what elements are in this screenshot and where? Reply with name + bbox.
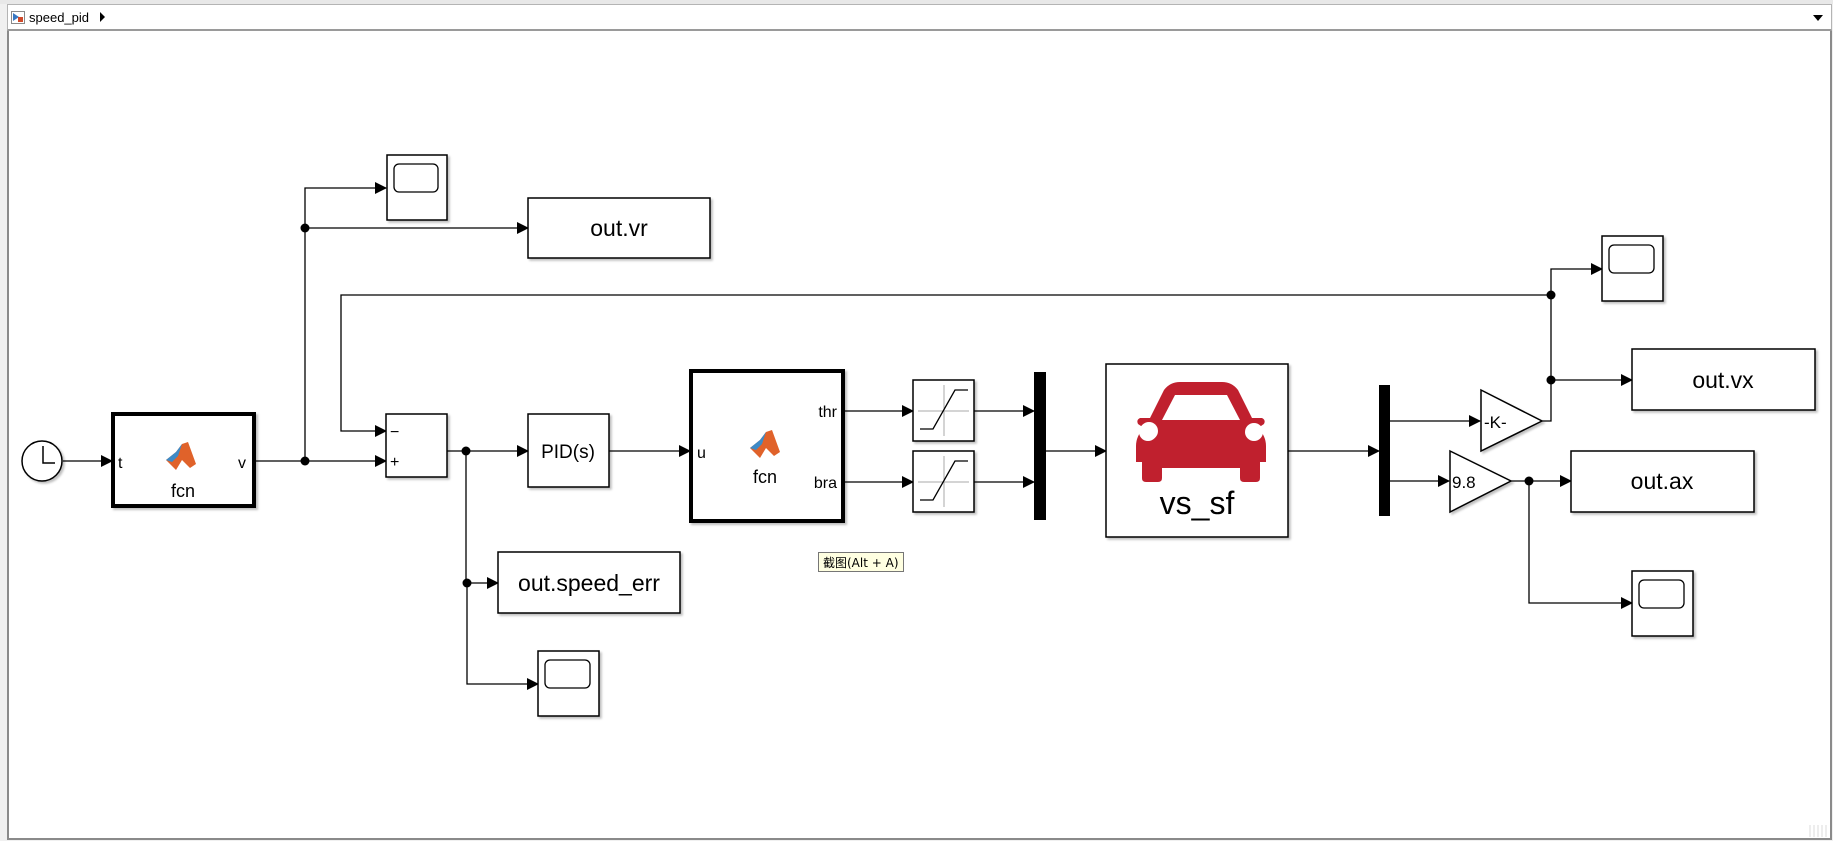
matlab-logo-icon: [750, 430, 780, 458]
port-label-bra: bra: [814, 475, 837, 492]
saturation-thr[interactable]: [912, 379, 975, 442]
simulink-model-icon: [11, 11, 25, 24]
branch-point: [1546, 375, 1556, 385]
block-label: 9.8: [1452, 473, 1476, 492]
signal-lines: [63, 182, 1633, 690]
screenshot-tooltip: 截图(Alt + A): [818, 552, 904, 572]
branch-point: [461, 446, 471, 456]
clock-block[interactable]: [21, 440, 63, 482]
branch-point: [1546, 290, 1556, 300]
branch-points: [300, 223, 1556, 588]
port-label-v: v: [238, 455, 246, 472]
scope-ax[interactable]: [1631, 570, 1694, 637]
wire-err-branch-ws[interactable]: [465, 451, 499, 589]
port-label-thr: thr: [818, 404, 837, 421]
block-label: PID(s): [541, 442, 595, 463]
scope-vx[interactable]: [1601, 235, 1664, 302]
breadcrumb: speed_pid: [7, 4, 1832, 31]
matlab-function-block-2[interactable]: u thr bra fcn: [689, 369, 845, 523]
title-strip: [0, 0, 1833, 4]
block-name-fcn: fcn: [753, 467, 777, 487]
scope-icon: [1608, 244, 1655, 274]
wire-ax-scope[interactable]: [1528, 481, 1633, 609]
branch-point: [1524, 476, 1534, 486]
scope-icon: [393, 163, 439, 193]
scope-vr[interactable]: [386, 154, 448, 221]
mux-block[interactable]: [1034, 372, 1046, 520]
sum-sign-plus: +: [390, 454, 399, 471]
block-label: -K-: [1484, 413, 1507, 432]
to-workspace-out-vr[interactable]: out.vr: [527, 197, 711, 259]
branch-point: [462, 578, 472, 588]
scope-speed-err[interactable]: [537, 650, 600, 717]
matlab-function-block-1[interactable]: t v fcn: [111, 412, 256, 508]
pid-controller-block[interactable]: PID(s): [527, 413, 610, 488]
chevron-down-icon[interactable]: [1813, 15, 1823, 21]
demux-block[interactable]: [1379, 385, 1390, 516]
to-workspace-out-vx[interactable]: out.vx: [1631, 348, 1816, 411]
scope-icon: [1638, 579, 1685, 609]
resize-grip[interactable]: [1809, 825, 1827, 837]
gain-9-8-block[interactable]: 9.8: [1449, 449, 1513, 514]
block-label: out.speed_err: [518, 570, 660, 596]
block-label: out.ax: [1631, 468, 1694, 494]
matlab-logo-icon: [166, 442, 196, 470]
branch-point: [300, 456, 310, 466]
car-icon: [1136, 382, 1266, 482]
block-label: out.vx: [1692, 367, 1754, 393]
scope-icon: [544, 659, 591, 689]
saturation-icon: [918, 385, 969, 436]
wire-feedback-vx[interactable]: [340, 294, 1551, 437]
clock-icon: [42, 446, 55, 464]
port-label-u: u: [697, 445, 706, 462]
vehicle-sfunction-block[interactable]: vs_sf: [1105, 363, 1289, 538]
branch-point: [300, 223, 310, 233]
wire-v-branch[interactable]: [304, 182, 387, 461]
to-workspace-out-ax[interactable]: out.ax: [1570, 450, 1755, 513]
chevron-right-icon[interactable]: [100, 12, 105, 22]
block-label: vs_sf: [1160, 485, 1235, 521]
saturation-icon: [918, 456, 969, 507]
to-workspace-out-speed-err[interactable]: out.speed_err: [497, 551, 681, 614]
sum-block[interactable]: − +: [385, 413, 448, 478]
block-name-fcn: fcn: [171, 481, 195, 501]
gain-k-block[interactable]: -K-: [1480, 388, 1544, 453]
breadcrumb-model-name[interactable]: speed_pid: [29, 10, 89, 25]
block-label: out.vr: [590, 215, 648, 241]
sum-sign-minus: −: [390, 424, 399, 441]
wire-err-branch-scope[interactable]: [466, 583, 539, 690]
port-label-t: t: [118, 455, 123, 472]
wire-gaink-out[interactable]: [1542, 263, 1603, 422]
saturation-bra[interactable]: [912, 450, 975, 513]
